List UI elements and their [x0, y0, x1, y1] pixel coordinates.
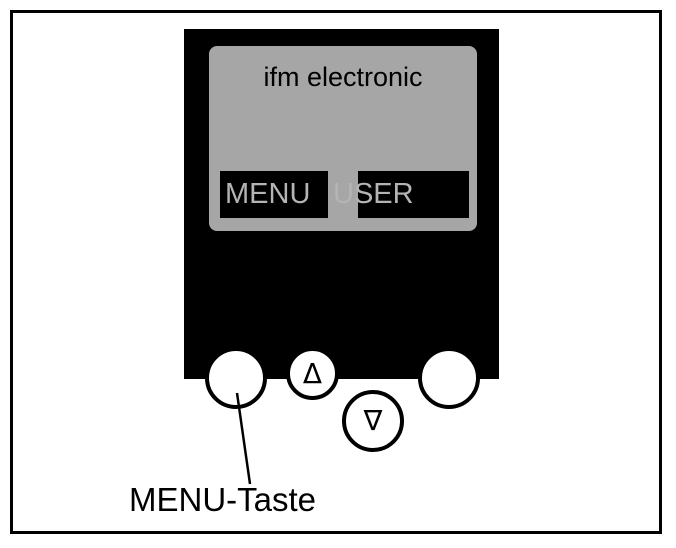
softkey-user-label: USER [333, 178, 414, 210]
softkey-right-background [358, 171, 469, 218]
menu-button-caption: MENU-Taste [129, 481, 317, 518]
display-brand-text: ifm electronic [263, 62, 423, 92]
down-button[interactable]: ∇ [342, 390, 404, 452]
triangle-down-icon: ∇ [363, 404, 383, 437]
up-button[interactable]: Δ [286, 347, 339, 400]
right-button[interactable] [418, 347, 480, 409]
triangle-up-icon: Δ [302, 357, 323, 390]
softkey-menu-label: MENU [225, 178, 311, 210]
menu-button[interactable] [205, 347, 267, 409]
softkey-left-background [220, 171, 328, 218]
